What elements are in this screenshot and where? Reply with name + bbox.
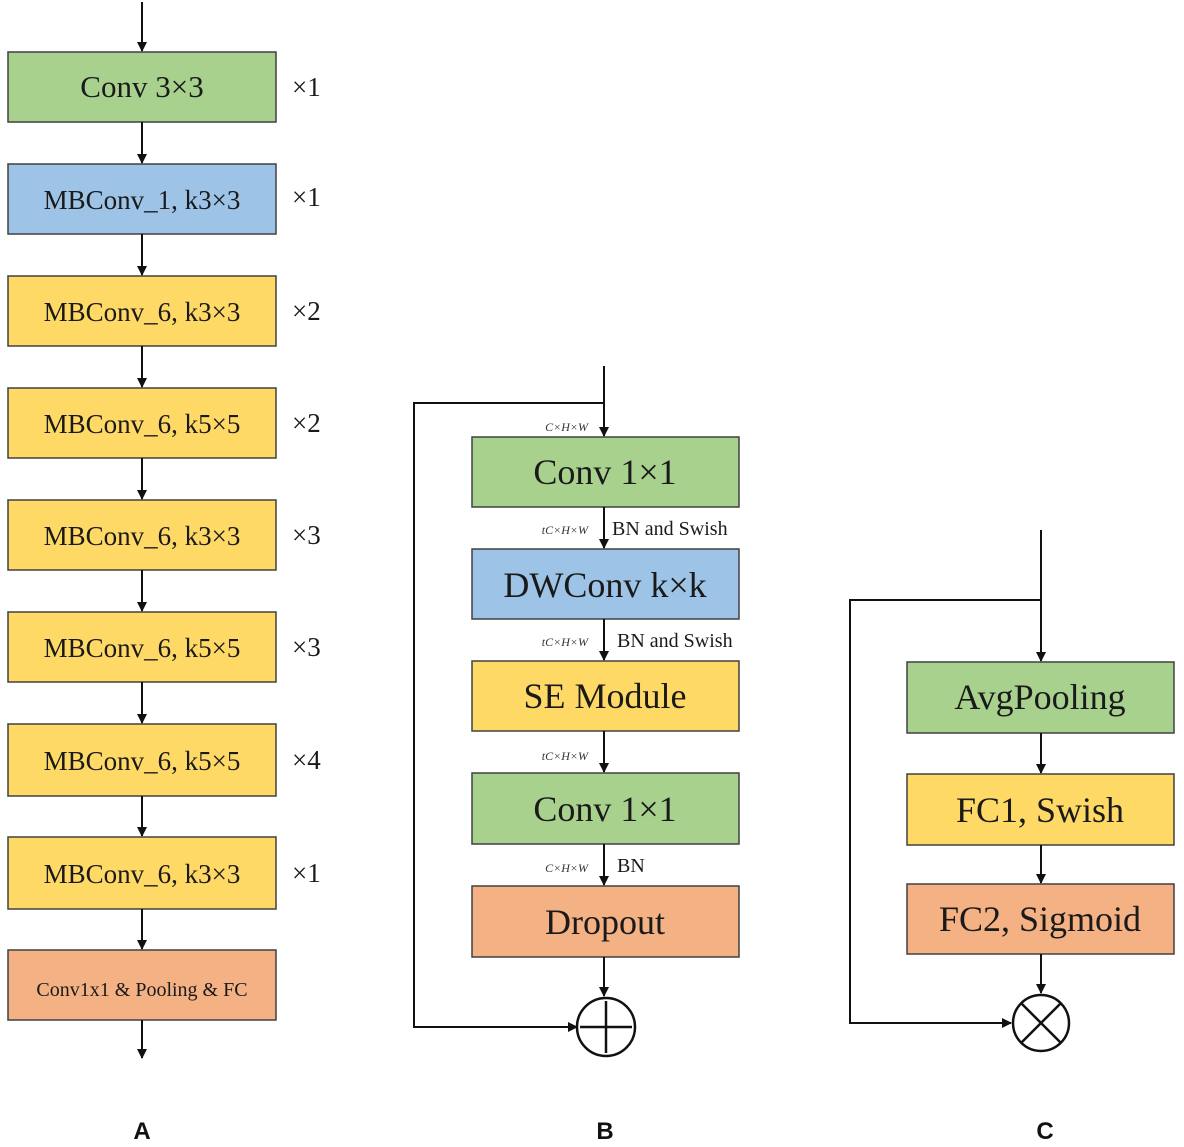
panel-b-block-1-label: Conv 1×1 [533, 452, 676, 492]
panel-b-block-4-label: Conv 1×1 [533, 789, 676, 829]
panel-a-block-4-label: MBConv_6, k5×5 [44, 409, 241, 439]
multiply-icon-diag-2 [1020, 1002, 1062, 1044]
panel-a-block-5-box [7, 499, 277, 571]
panel-a-block-7-repeat: ×4 [292, 745, 321, 775]
panel-a-block-9-box [7, 949, 277, 1021]
panel-b-label: B [596, 1118, 613, 1145]
panel-a-block-5-label: MBConv_6, k3×3 [44, 521, 241, 551]
panel-c-multiply-node [1011, 993, 1071, 1053]
panel-a-block-6-box [7, 611, 277, 683]
panel-a-block-9-label: Conv1x1 & Pooling & FC [36, 979, 247, 1001]
panel-b-add-node [575, 996, 637, 1058]
panel-a-block-2: MBConv_1, k3×3 ×1 [7, 163, 321, 235]
panel-b-annotation-5: BN [617, 855, 645, 877]
panel-a-block-8: MBConv_6, k3×3 ×1 [7, 836, 321, 910]
panel-a-label: A [133, 1118, 150, 1145]
panel-b: C×H×W Conv 1×1 tC×H×W BN and Swish DWCon… [413, 366, 740, 1145]
panel-a-block-9: Conv1x1 & Pooling & FC [7, 949, 277, 1021]
panel-a-block-7: MBConv_6, k5×5 ×4 [7, 723, 321, 797]
panel-c-block-1-box [906, 661, 1175, 734]
panel-b-block-1-box [471, 436, 740, 508]
panel-c-block-1: AvgPooling [906, 661, 1175, 734]
panel-b-block-4: Conv 1×1 [471, 772, 740, 845]
panel-a-block-6-label: MBConv_6, k5×5 [44, 633, 241, 663]
panel-b-block-5-box [471, 885, 740, 958]
panel-b-annotation-2: BN and Swish [612, 518, 728, 540]
panel-a-block-7-label: MBConv_6, k5×5 [44, 746, 241, 776]
panel-b-block-3-label: SE Module [523, 676, 686, 716]
panel-b-block-3: SE Module [471, 660, 740, 732]
panel-b-dim-2: tC×H×W [542, 523, 589, 537]
panel-a-block-7-box [7, 723, 277, 797]
panel-c-block-3-label: FC2, Sigmoid [939, 899, 1141, 939]
panel-a-block-4-box [7, 387, 277, 459]
panel-b-block-5-label: Dropout [545, 902, 665, 942]
panel-a-block-8-repeat: ×1 [292, 858, 321, 888]
panel-b-dim-5: C×H×W [545, 861, 589, 875]
panel-a-block-2-repeat: ×1 [292, 182, 321, 212]
panel-a-block-5: MBConv_6, k3×3 ×3 [7, 499, 321, 571]
panel-a-block-3-label: MBConv_6, k3×3 [44, 297, 241, 327]
panel-a-block-8-label: MBConv_6, k3×3 [44, 859, 241, 889]
panel-c-block-3: FC2, Sigmoid [906, 883, 1175, 955]
panel-c-block-3-box [906, 883, 1175, 955]
panel-c-block-2-box [906, 773, 1175, 846]
panel-a-block-3-box [7, 275, 277, 347]
panel-a-block-4: MBConv_6, k5×5 ×2 [7, 387, 321, 459]
panel-a-block-1-label: Conv 3×3 [80, 69, 203, 104]
panel-a-block-6-repeat: ×3 [292, 632, 321, 662]
panel-a-block-3: MBConv_6, k3×3 ×2 [7, 275, 321, 347]
panel-a-block-3-repeat: ×2 [292, 296, 321, 326]
panel-b-block-2-box [471, 548, 740, 620]
panel-c-block-2-label: FC1, Swish [956, 790, 1124, 830]
panel-b-dim-3: tC×H×W [542, 635, 589, 649]
panel-a-block-1-repeat: ×1 [292, 72, 321, 102]
panel-b-block-2-label: DWConv k×k [503, 565, 706, 605]
panel-b-block-5: Dropout [471, 885, 740, 958]
panel-c-skip-connection [849, 599, 1041, 1028]
panel-a: Conv 3×3 ×1 MBConv_1, k3×3 ×1 MBConv_6, … [7, 2, 321, 1145]
panel-c: AvgPooling FC1, Swish FC2, Sigmoid C [849, 530, 1175, 1145]
panel-a-block-5-repeat: ×3 [292, 520, 321, 550]
panel-a-block-6: MBConv_6, k5×5 ×3 [7, 611, 321, 683]
panel-a-block-2-box [7, 163, 277, 235]
panel-b-dim-4: tC×H×W [542, 749, 589, 763]
panel-b-dim-1: C×H×W [545, 420, 589, 434]
panel-b-annotation-3: BN and Swish [617, 630, 733, 652]
panel-c-block-2: FC1, Swish [906, 773, 1175, 846]
panel-b-block-3-box [471, 660, 740, 732]
panel-b-block-1: Conv 1×1 [471, 436, 740, 508]
panel-a-block-2-label: MBConv_1, k3×3 [44, 185, 241, 215]
panel-a-block-4-repeat: ×2 [292, 408, 321, 438]
panel-c-label: C [1036, 1118, 1053, 1145]
panel-b-block-4-box [471, 772, 740, 845]
panel-b-skip-connection [413, 402, 604, 1032]
panel-a-block-1: Conv 3×3 ×1 [7, 51, 321, 123]
panel-b-block-2: DWConv k×k [471, 548, 740, 620]
panel-c-block-1-label: AvgPooling [954, 677, 1125, 717]
panel-a-block-8-box [7, 836, 277, 910]
